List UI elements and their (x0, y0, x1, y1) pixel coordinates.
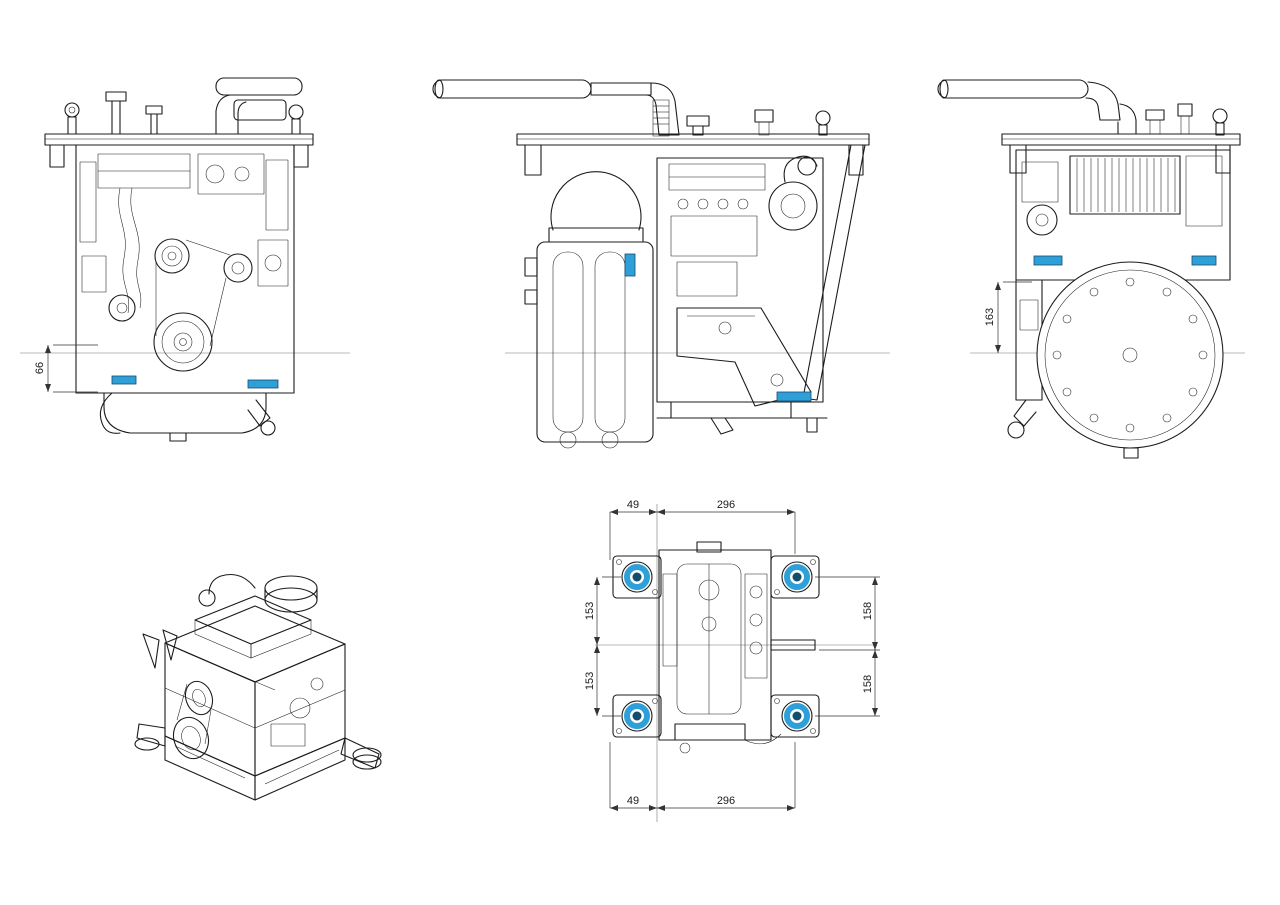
side-top-pipe (432, 79, 831, 137)
dimension-label-163: 163 (984, 308, 996, 326)
iso-mount-feet (134, 723, 382, 770)
plan-engine-body (658, 541, 816, 754)
side-mounting-plate (516, 133, 870, 401)
isometric-view-drawing (134, 573, 382, 801)
front-oil-pan (99, 392, 276, 442)
side-view (425, 70, 890, 470)
isometric-view (95, 548, 410, 818)
dimension-label-296-top: 296 (717, 499, 735, 511)
dimension-label-153-upper: 153 (584, 602, 596, 620)
side-view-drawing (432, 79, 890, 449)
dimension-label-296-bottom: 296 (717, 795, 735, 807)
dimension-label-158-lower: 158 (862, 675, 874, 693)
dimension-label-153-lower: 153 (584, 672, 596, 690)
plan-centerlines (595, 504, 877, 822)
front-belt-drive (108, 238, 253, 372)
iso-belt-drive (172, 680, 214, 760)
plan-isolator-bottom-right (781, 700, 813, 732)
iso-engine-block (164, 605, 346, 777)
iso-oil-pan (164, 735, 346, 801)
front-view-drawing: 66 (20, 77, 350, 442)
side-bracket (676, 307, 812, 407)
dimension-label-49-bottom: 49 (627, 795, 639, 807)
front-dimension-66: 66 (34, 344, 98, 393)
plan-dimension-right: 158 158 (815, 576, 880, 717)
top-plan-view: 49 296 49 296 (584, 498, 885, 828)
front-view: 66 (20, 70, 350, 470)
iso-valve-cover (194, 595, 312, 659)
side-engine-body (656, 155, 824, 403)
plan-isolator-bottom-left (621, 700, 653, 732)
side-base (656, 401, 828, 435)
front-top-fittings (64, 77, 304, 135)
plan-isolator-top-left (621, 561, 653, 593)
plan-dimension-left: 153 153 (584, 576, 621, 717)
rear-mounting-plate (1001, 133, 1241, 174)
side-isolator-accents (624, 253, 812, 402)
rear-flywheel (1036, 261, 1224, 449)
iso-brackets (142, 629, 178, 669)
plan-dimension-bottom: 49 296 (609, 742, 796, 811)
rear-drain-fittings (1007, 399, 1139, 459)
iso-air-filter (198, 573, 318, 613)
front-isolator-accents (111, 375, 279, 389)
rear-view: 163 (930, 70, 1245, 470)
rear-top-pipe (937, 79, 1228, 136)
rear-isolator-accents (1033, 255, 1217, 266)
top-plan-view-drawing: 49 296 49 296 (584, 499, 880, 822)
dimension-label-66: 66 (34, 362, 46, 374)
rear-view-drawing: 163 (937, 79, 1245, 459)
rear-dimension-163: 163 (984, 281, 1032, 353)
plan-isolator-top-right (781, 561, 813, 593)
side-exhaust-tank (524, 171, 654, 449)
dimension-label-158-upper: 158 (862, 602, 874, 620)
plan-dimension-top: 49 296 (609, 499, 796, 560)
front-engine-body (75, 144, 295, 394)
dimension-label-49-top: 49 (627, 499, 639, 511)
